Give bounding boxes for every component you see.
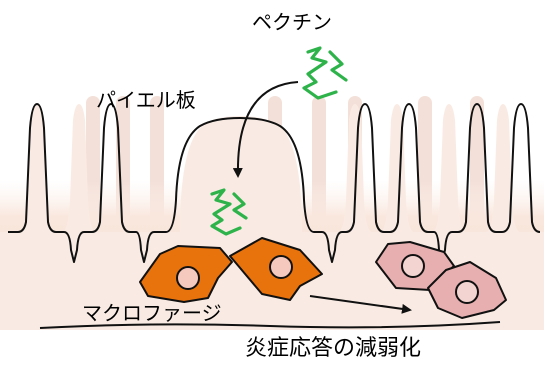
macrophage-inactive-1-nucleus <box>402 255 424 277</box>
pectin-molecule-top <box>304 48 346 98</box>
macrophage-active-2-nucleus <box>270 256 292 278</box>
peyers-patch-label: パイエル板 <box>96 90 196 110</box>
macrophage-inactive-2-nucleus <box>456 281 478 303</box>
macrophage-active-1-nucleus <box>177 267 199 289</box>
pectin-label: ペクチン <box>252 12 332 32</box>
result-label: 炎症応答の減弱化 <box>245 338 421 360</box>
macrophage-label: マクロファージ <box>82 303 222 323</box>
